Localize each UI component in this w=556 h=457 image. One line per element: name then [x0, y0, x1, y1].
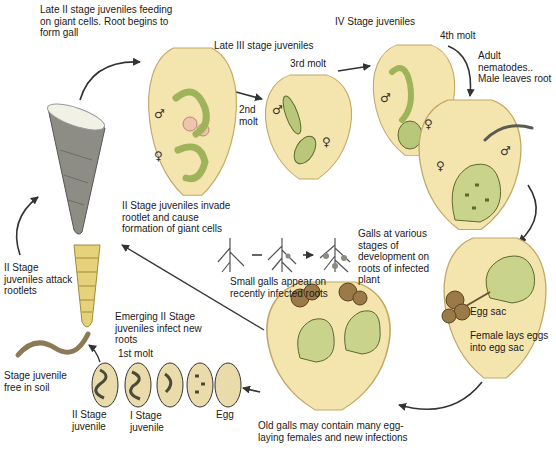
- egg: [157, 363, 183, 407]
- cycle-arrow: [80, 62, 140, 100]
- stage-label: Late III stage juveniles: [214, 40, 324, 52]
- soil-juvenile: [18, 334, 88, 355]
- cycle-arrow: [399, 382, 482, 409]
- coiled-juvenile: [96, 370, 106, 398]
- stage-label: IV Stage juveniles: [335, 16, 435, 28]
- rootlet-texture: [76, 258, 98, 312]
- egg-sac: [353, 291, 367, 305]
- cycle-arrow: [17, 197, 38, 255]
- stage-label: II Stage juveniles attack rootlets: [4, 262, 74, 297]
- sex-symbol: ♂: [500, 145, 511, 157]
- stage-label: I Stage juvenile: [130, 410, 180, 433]
- sex-symbol: ♂: [380, 92, 391, 104]
- small-gall: [286, 254, 291, 259]
- egg: [215, 363, 241, 407]
- egg-sac-neck: [466, 292, 490, 306]
- cycle-arrow: [236, 92, 262, 99]
- cycle-arrow: [89, 345, 100, 362]
- adult-female: [486, 256, 534, 303]
- stage-label: Small galls appear on recently infected …: [230, 276, 330, 299]
- stage-label: II Stage juveniles invade rootlet and ca…: [122, 200, 242, 235]
- gall-section: [419, 100, 521, 230]
- egg: [125, 363, 151, 407]
- stage-label: 1st molt: [118, 348, 163, 360]
- sex-symbol: ♀: [424, 118, 433, 130]
- small-gall: [341, 255, 347, 261]
- gall-section: [444, 238, 546, 378]
- coiled-juvenile: [131, 372, 140, 399]
- adult-female: [298, 319, 334, 362]
- small-gall: [323, 253, 329, 259]
- juvenile: [176, 92, 206, 134]
- dividing-cells: [195, 376, 205, 392]
- juvenile: [392, 68, 411, 120]
- gall-section: [265, 75, 351, 179]
- egg: [187, 363, 213, 407]
- egg: [92, 363, 118, 407]
- sex-symbol: ♀: [154, 150, 163, 162]
- stage-label: II Stage juvenile: [72, 409, 120, 432]
- eggs-inside: [465, 185, 489, 208]
- stage-label: Egg: [216, 409, 241, 421]
- root-section: [45, 99, 108, 136]
- egg-sac: [454, 304, 470, 320]
- stage-label: Stage juvenile free in soil: [4, 370, 72, 393]
- stage-label: Adult nematodes.. Male leaves root: [478, 50, 552, 85]
- adult-female: [452, 164, 500, 222]
- egg-sac: [442, 309, 456, 323]
- small-gall: [332, 263, 338, 269]
- sex-symbol: ♂: [154, 108, 165, 120]
- cycle-arrow: [338, 66, 370, 71]
- adult-male: [485, 126, 532, 140]
- stage-label: Old galls may contain many egg-laying fe…: [258, 420, 408, 443]
- stage-label: Galls at various stages of development o…: [358, 228, 438, 286]
- stage-label: Egg sac: [470, 306, 515, 318]
- stage-label: 2nd molt: [239, 104, 266, 127]
- old-gall: [267, 282, 390, 410]
- adult-female: [345, 311, 381, 354]
- stage-label: Female lays eggs into egg sac: [470, 330, 552, 353]
- cycle-arrow: [519, 185, 536, 242]
- root-system: [320, 238, 350, 272]
- sex-symbol: ♀: [436, 160, 445, 172]
- root-texture: [60, 150, 92, 205]
- stage-label: 3rd molt: [290, 58, 340, 70]
- rootlet: [74, 245, 100, 327]
- juvenile: [280, 94, 305, 136]
- cycle-arrow: [243, 388, 260, 392]
- root-system: [268, 238, 296, 272]
- stage-label: Emerging II Stage juveniles infect new r…: [115, 311, 225, 346]
- giant-cell: [183, 117, 197, 131]
- stage-label: 4th molt: [440, 30, 488, 42]
- gall-section: [149, 48, 237, 195]
- juvenile: [290, 133, 321, 168]
- juvenile: [178, 147, 205, 179]
- root-system: [218, 238, 244, 272]
- coiled-juvenile: [165, 374, 171, 392]
- juvenile: [398, 121, 422, 149]
- sex-symbol: ♂: [272, 104, 283, 116]
- sex-symbol: ♀: [322, 136, 331, 148]
- stage-label: Late II stage juveniles feeding on giant…: [40, 4, 180, 39]
